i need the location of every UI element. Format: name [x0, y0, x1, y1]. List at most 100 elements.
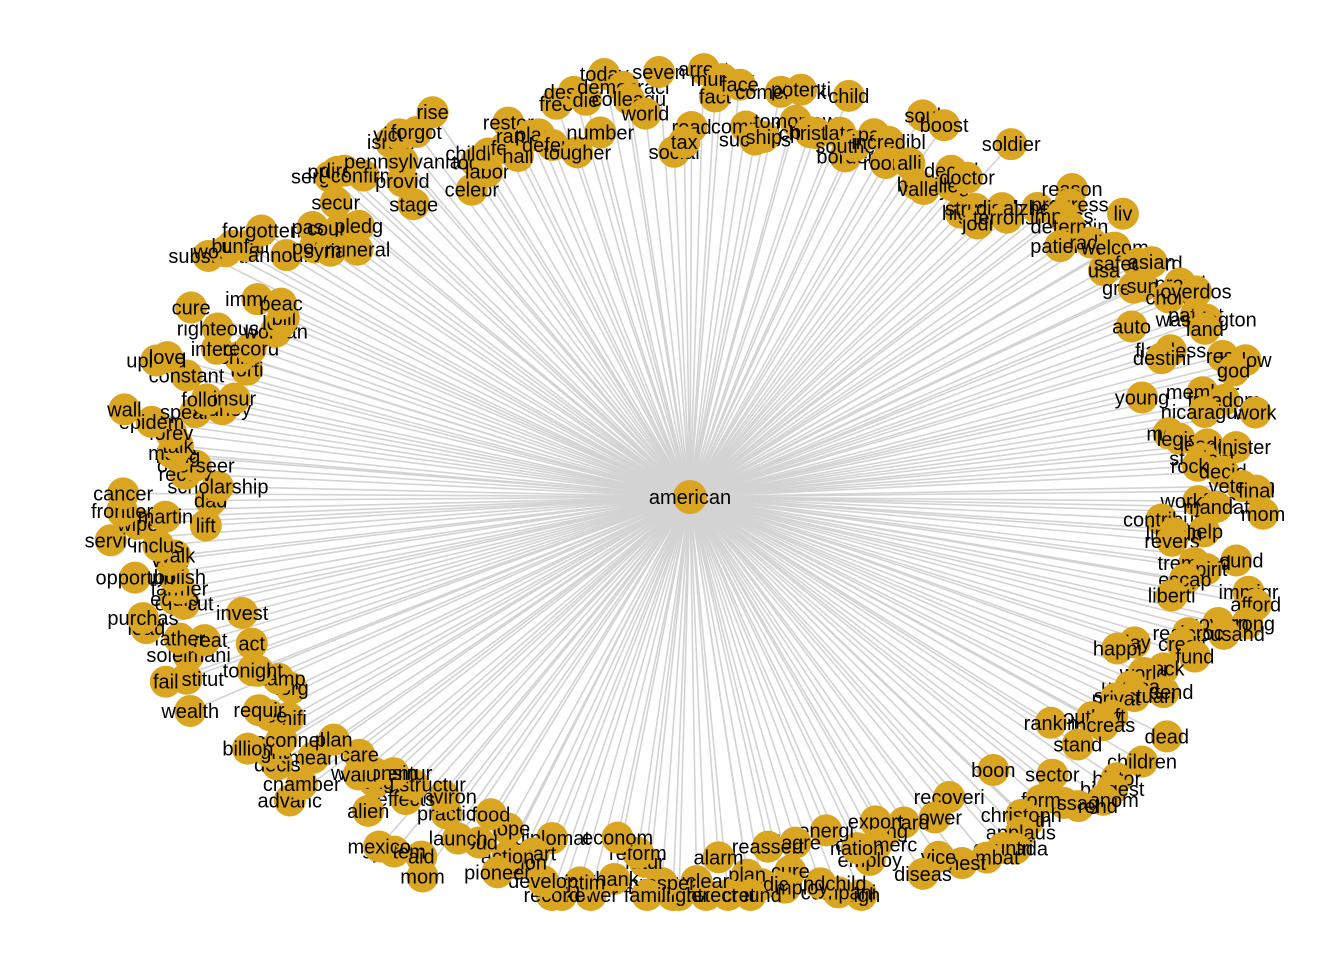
edge: [689, 496, 858, 849]
leaf-node: father: [154, 622, 206, 655]
edge: [532, 496, 691, 854]
edge: [689, 496, 827, 831]
edge: [689, 282, 1181, 498]
leaf-node-label: dead: [1145, 726, 1190, 748]
edge: [689, 296, 1170, 498]
leaf-node-label: pass: [291, 217, 333, 239]
edge: [637, 496, 691, 854]
leaf-node-label: tonight: [223, 660, 283, 682]
leaf-node-label: insur: [213, 388, 257, 410]
edge: [689, 496, 994, 771]
leaf-node-circle: [442, 822, 475, 855]
edge: [551, 496, 691, 896]
leaf-node-circle: [928, 109, 961, 142]
leaf-node-label: stage: [389, 194, 438, 216]
leaf-node-label: destini: [1133, 348, 1191, 370]
leaf-node-label: die: [573, 90, 600, 112]
edge: [258, 496, 691, 711]
edge: [689, 84, 741, 498]
leaf-node-circle: [226, 596, 259, 629]
edge: [689, 496, 792, 872]
leaf-node-circle: [536, 129, 569, 162]
edge: [689, 496, 1117, 700]
edge: [405, 496, 691, 800]
edge: [689, 496, 729, 896]
leaf-node: econom: [582, 821, 653, 854]
leaf-node: legisl: [1157, 422, 1202, 455]
edge: [689, 496, 1175, 535]
leaf-node: environ: [411, 780, 477, 813]
leaf-node: invest: [216, 596, 269, 629]
leaf-node-label: econom: [582, 828, 653, 850]
leaf-node-label: mom: [400, 867, 444, 889]
leaf-node-label: wealth: [160, 701, 219, 723]
edge: [374, 496, 691, 783]
node-layer: roadarrestfactmurderfacecompletsuccesssh…: [85, 53, 1285, 911]
leaf-node-circle: [1147, 676, 1180, 709]
edge: [252, 496, 691, 672]
edge: [689, 290, 1197, 498]
edge: [278, 496, 691, 680]
leaf-node-circle: [1101, 632, 1134, 665]
edge: [689, 114, 924, 498]
edge: [689, 496, 769, 847]
edge: [689, 496, 1113, 717]
edge: [398, 133, 691, 498]
edge: [689, 411, 1205, 498]
leaf-node-label: energi: [798, 820, 854, 842]
leaf-node: seven: [632, 56, 686, 89]
leaf-node-circle: [995, 128, 1028, 161]
leaf-node-label: alarm: [694, 847, 744, 869]
leaf-node-label: christoph: [981, 805, 1062, 827]
leaf-node: destini: [1133, 342, 1191, 375]
edge: [689, 391, 1203, 498]
leaf-node-circle: [428, 780, 461, 813]
leaf-node-label: young: [1115, 387, 1170, 409]
edge: [689, 496, 940, 858]
edge: [413, 203, 691, 498]
leaf-node-label: sector: [1025, 765, 1080, 787]
leaf-node-label: final: [1238, 481, 1275, 503]
edge: [689, 496, 871, 861]
leaf-node-circle: [343, 738, 376, 771]
edge: [358, 496, 691, 776]
edge: [689, 496, 1042, 801]
edge: [689, 485, 1242, 498]
leaf-node-circle: [118, 561, 151, 594]
edge: [392, 496, 691, 774]
leaf-node-circle: [584, 116, 617, 149]
leaf-node-label: mineral: [325, 240, 391, 262]
edge: [603, 73, 691, 498]
edge: [225, 250, 691, 498]
edge: [689, 496, 1022, 834]
leaf-node-circle: [1155, 524, 1188, 557]
leaf-node-circle: [832, 79, 865, 112]
edge: [689, 443, 1208, 498]
edge: [689, 496, 905, 823]
leaf-node-circle: [1247, 497, 1280, 530]
edge: [689, 177, 968, 498]
center-node: american: [649, 480, 731, 514]
leaf-node: tougher: [543, 136, 611, 169]
edge: [186, 374, 691, 498]
leaf-node-circle: [747, 120, 780, 153]
leaf-node-circle: [175, 291, 208, 324]
edge: [689, 126, 747, 498]
leaf-node: mineral: [325, 233, 391, 266]
leaf-node-label: requir: [233, 700, 284, 722]
edge: [689, 496, 1164, 670]
edge: [689, 496, 1135, 697]
edge: [312, 226, 691, 498]
leaf-node-circle: [869, 146, 902, 179]
leaf-node-circle: [285, 768, 318, 801]
edge: [689, 496, 1248, 625]
leaf-node-label: frontier: [91, 501, 154, 523]
leaf-node-circle: [174, 694, 207, 727]
leaf-node-circle: [1150, 720, 1183, 753]
edge: [401, 180, 691, 498]
leaf-node-circle: [265, 287, 298, 320]
edge: [172, 452, 691, 498]
edge: [689, 496, 1172, 597]
leaf-node-label: love: [149, 347, 186, 369]
